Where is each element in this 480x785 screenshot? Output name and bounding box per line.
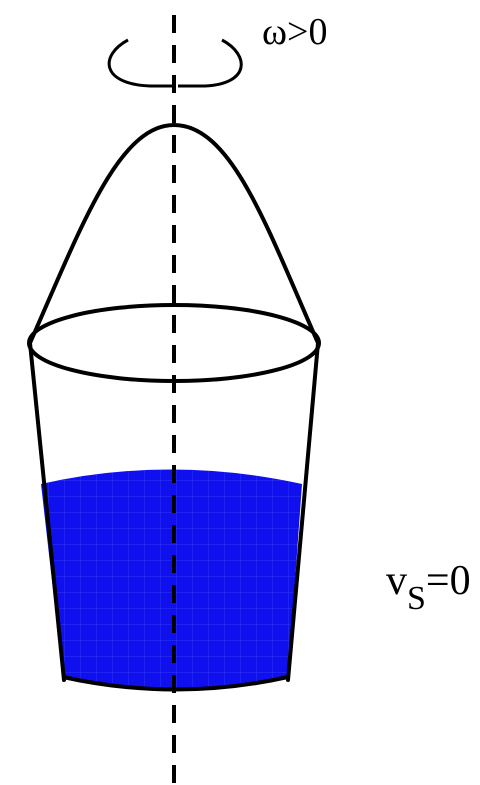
omega-symbol: ω — [262, 11, 287, 53]
water-grid — [41, 469, 302, 690]
rotation-arrow-left-arc — [107, 38, 172, 88]
rotation-arrow-right-arc — [178, 38, 243, 88]
velocity-symbol: v — [386, 558, 407, 604]
bucket-right-wall — [286, 341, 320, 682]
bucket-left-wall — [28, 341, 66, 682]
omega-relation: >0 — [287, 11, 327, 53]
omega-label: ω>0 — [262, 11, 327, 53]
rotation-arrow-icon — [107, 38, 243, 88]
paraboloid-surface — [28, 122, 320, 344]
velocity-label: vS=0 — [386, 558, 471, 617]
velocity-subscript: S — [407, 580, 426, 617]
velocity-relation: =0 — [426, 558, 471, 604]
